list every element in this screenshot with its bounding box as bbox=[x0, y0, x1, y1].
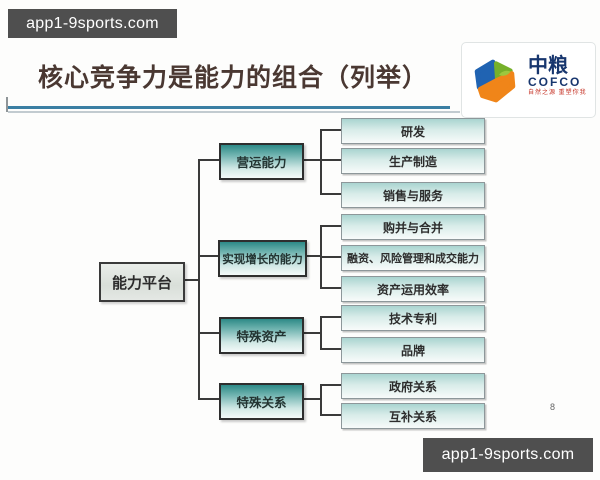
title-rule-shadow bbox=[8, 111, 460, 113]
connector-bracket-4 bbox=[300, 398, 322, 400]
cofco-logo-en-text: COFCO bbox=[528, 75, 582, 89]
connector-branch-4 bbox=[199, 398, 219, 400]
watermark-bottom-right: app1-9sports.com bbox=[423, 438, 593, 472]
node-government-relations: 政府关系 bbox=[341, 373, 485, 399]
connector-leaf-9 bbox=[321, 384, 341, 386]
connector-branch-1 bbox=[199, 159, 219, 161]
watermark-top-left: app1-9sports.com bbox=[8, 9, 177, 38]
connector-leaf-2 bbox=[321, 159, 341, 161]
connector-leaf-10 bbox=[321, 414, 341, 416]
connector-leaf-1 bbox=[321, 129, 341, 131]
bracket-group-4 bbox=[320, 384, 322, 416]
node-sales-service: 销售与服务 bbox=[341, 182, 485, 208]
cofco-logo-cn-text: 中粮 bbox=[528, 55, 568, 77]
node-operating-capability: 营运能力 bbox=[219, 143, 304, 180]
node-special-relations: 特殊关系 bbox=[219, 383, 304, 420]
node-special-assets: 特殊资产 bbox=[219, 317, 304, 354]
slide-title: 核心竞争力是能力的组合（列举） bbox=[38, 64, 429, 92]
connector-bracket-3 bbox=[300, 332, 322, 334]
connector-branch-2 bbox=[199, 255, 219, 257]
connector-leaf-4 bbox=[321, 225, 341, 227]
node-rd: 研发 bbox=[341, 118, 485, 144]
connector-leaf-7 bbox=[321, 316, 341, 318]
cofco-cube-icon bbox=[474, 59, 516, 103]
connector-leaf-5 bbox=[321, 256, 341, 258]
connector-bracket-1 bbox=[300, 159, 322, 161]
connector-leaf-3 bbox=[321, 193, 341, 195]
node-manufacturing: 生产制造 bbox=[341, 148, 485, 174]
page-number: 8 bbox=[550, 402, 556, 412]
connector-leaf-6 bbox=[321, 287, 341, 289]
title-rule bbox=[8, 106, 450, 109]
title-rule-left-cap bbox=[6, 97, 8, 112]
node-tech-patents: 技术专利 bbox=[341, 305, 485, 331]
node-complementary-relations: 互补关系 bbox=[341, 403, 485, 429]
node-ma: 购并与合并 bbox=[341, 214, 485, 240]
node-growth-capability: 实现增长的能力 bbox=[218, 240, 307, 277]
bracket-group-3 bbox=[320, 316, 322, 350]
connector-branch-3 bbox=[199, 332, 219, 334]
node-asset-efficiency: 资产运用效率 bbox=[341, 276, 485, 302]
node-capability-platform: 能力平台 bbox=[99, 262, 185, 302]
connector-root-spine bbox=[181, 279, 199, 281]
node-brand: 品牌 bbox=[341, 337, 485, 363]
connector-bracket-2 bbox=[303, 255, 322, 257]
connector-leaf-8 bbox=[321, 348, 341, 350]
cofco-logo-tagline: 自然之源 重塑你我 bbox=[528, 90, 587, 96]
node-financing-risk: 融资、风险管理和成交能力 bbox=[341, 245, 485, 271]
bracket-group-1 bbox=[320, 129, 322, 195]
connector-spine bbox=[198, 159, 200, 400]
cofco-logo: 中粮 COFCO 自然之源 重塑你我 bbox=[461, 42, 596, 118]
